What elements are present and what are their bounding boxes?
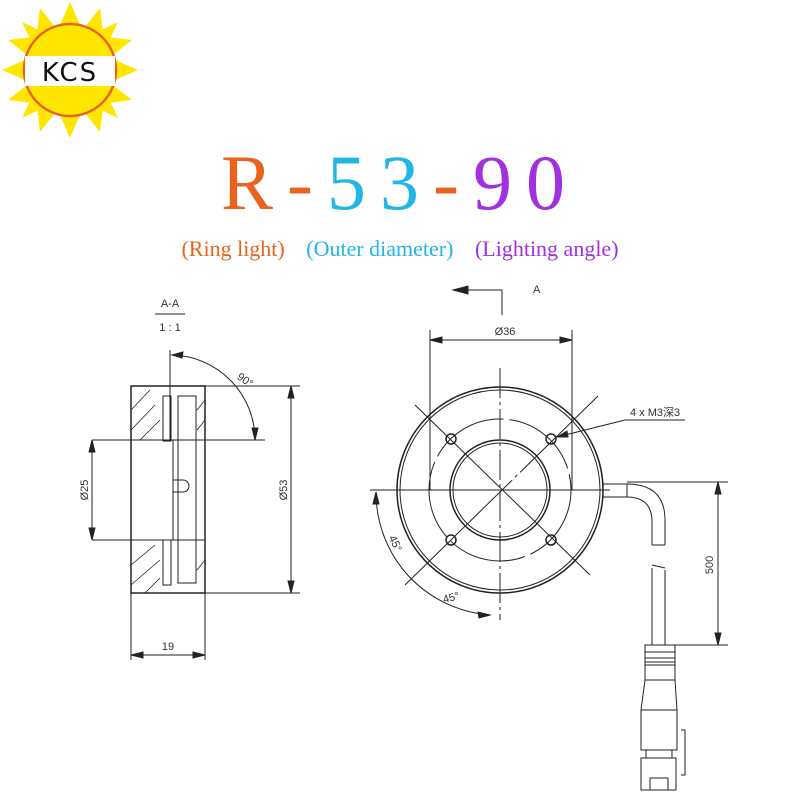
holes-label: 4 x M3深3 (630, 406, 680, 419)
sun-rays-icon (2, 2, 138, 138)
section-marker: A (533, 284, 541, 296)
cable (626, 483, 666, 545)
angle-label-1: 45° (386, 534, 404, 554)
outer-diameter-label: Ø53 (278, 480, 290, 501)
title-dash: - (433, 139, 473, 226)
section-view: A-A 1 : 1 Ø53 Ø25 19 90° (79, 298, 300, 660)
svg-text:KCS: KCS (42, 58, 98, 88)
subtitles: (Ring light) (Outer diameter) (Lighting … (0, 236, 800, 262)
mounting-holes (445, 433, 557, 546)
title-diameter: 53 (327, 139, 434, 226)
title-angle: 90 (473, 139, 579, 226)
subtitle-outer: (Outer diameter) (306, 236, 454, 261)
model-title: R-53-90 (0, 138, 800, 228)
section-scale: 1 : 1 (159, 322, 180, 334)
subtitle-ring: (Ring light) (181, 236, 285, 261)
width-label: 19 (162, 641, 174, 653)
subtitle-angle: (Lighting angle) (474, 236, 619, 261)
bore-diameter-label: Ø25 (79, 480, 91, 501)
title-type: R (221, 139, 288, 226)
angle-label-2: 45° (442, 590, 461, 606)
front-view: A Ø36 4 x M3深3 45° 45° 500 (370, 284, 728, 791)
cable-length-label: 500 (704, 556, 716, 574)
kcs-logo: KCS (2, 2, 138, 138)
front-diameter-label: Ø36 (495, 326, 516, 338)
cable-gland (603, 483, 628, 498)
connector-icon (640, 644, 686, 791)
angle-label: 90° (234, 371, 255, 390)
title-dash: - (287, 139, 328, 226)
section-label: A-A (161, 298, 180, 310)
